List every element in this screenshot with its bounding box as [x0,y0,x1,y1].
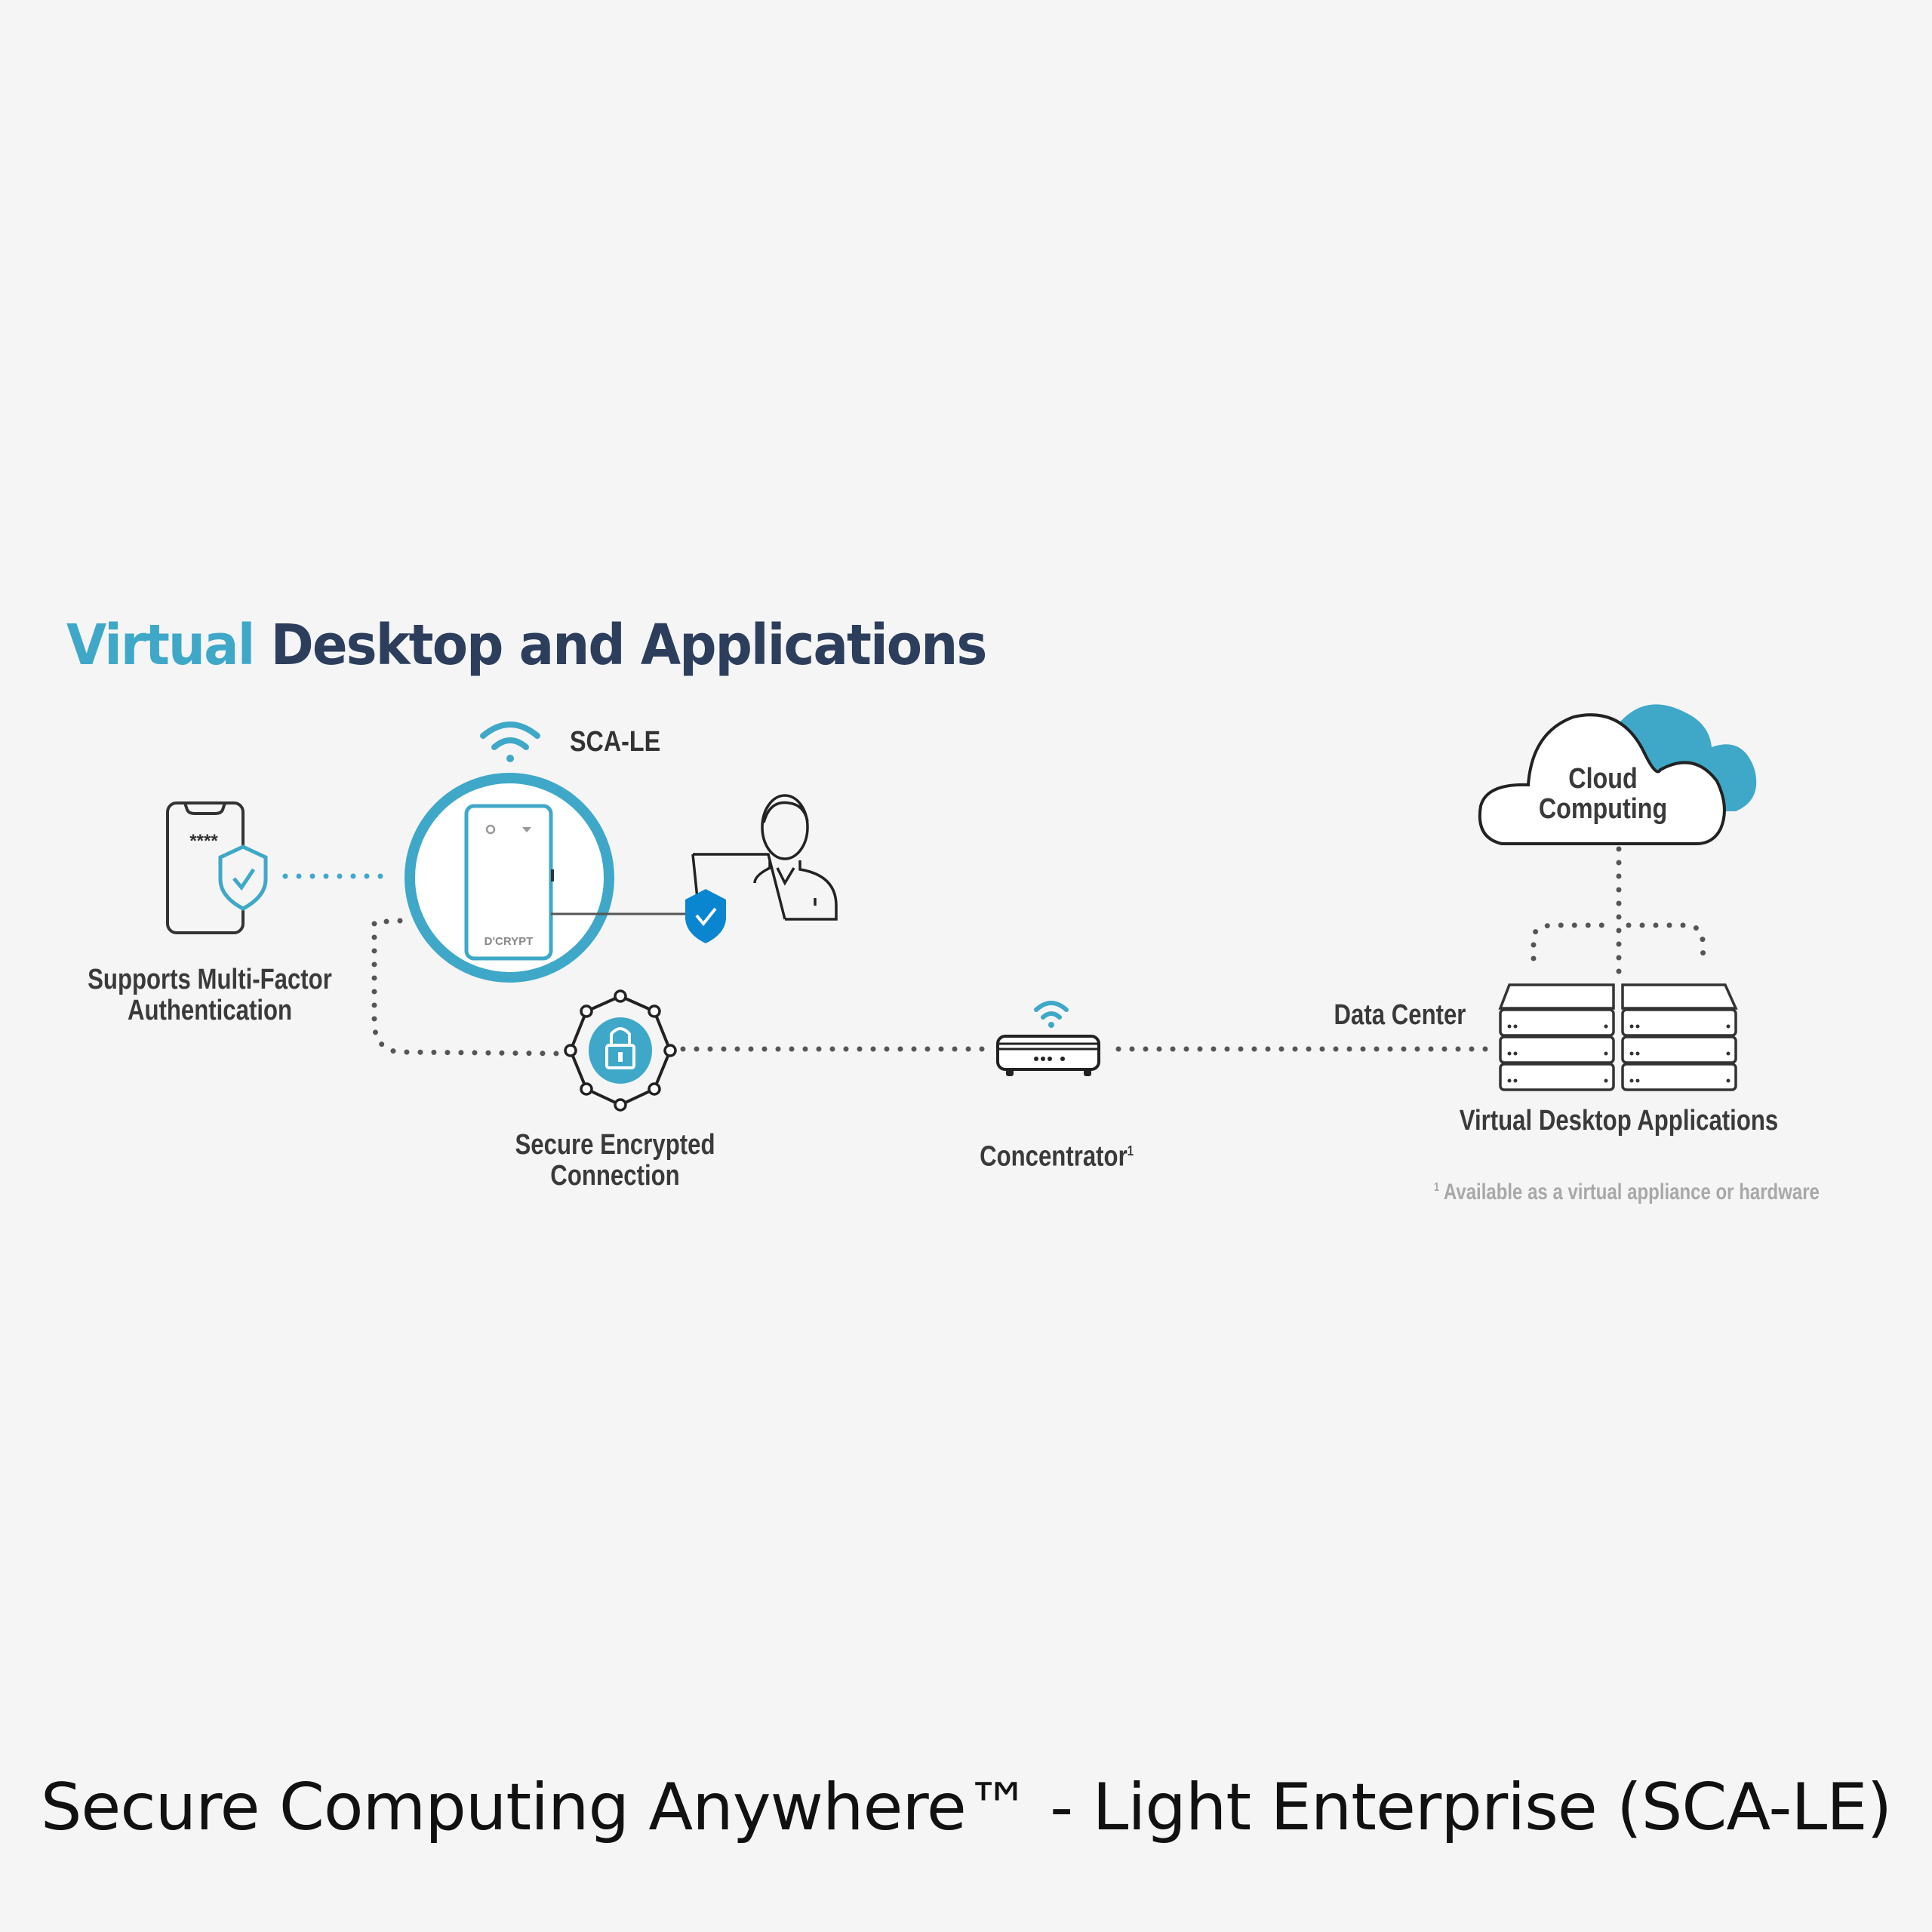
concentrator-label-text: Concentrator [980,1140,1128,1173]
mfa-label-line1: Supports Multi-Factor [88,964,332,995]
wifi-icon [480,721,540,762]
server-stack-icon [1498,983,1738,1091]
title-accent: Virtual [66,613,255,678]
device-label: SCA-LE [570,726,660,758]
svg-text:D'CRYPT: D'CRYPT [485,935,534,948]
vda-label: Virtual Desktop Applications [1459,1105,1779,1137]
page-caption: Secure Computing Anywhere™ - Light Enter… [40,1770,1892,1845]
connection-label-line2: Connection [550,1160,680,1192]
footnote-text: Available as a virtual appliance or hard… [1443,1180,1820,1204]
connection-label-line1: Secure Encrypted [515,1129,715,1161]
title-rest: Desktop and Applications [270,613,988,678]
footnote-marker: 1 [1127,1143,1134,1158]
sca-le-device: D'CRYPT [405,773,614,983]
user-laptop-icon [691,794,838,921]
cloud-icon: Cloud Computing [1478,704,1757,845]
device-to-connection-connector [371,918,563,1057]
svg-text:****: **** [189,831,218,851]
concentrator-icon [996,1001,1100,1076]
mfa-label-line2: Authentication [127,995,293,1026]
encrypted-lock-icon [564,989,677,1112]
mfa-label: Supports Multi-Factor Authentication [86,964,334,1026]
shield-check-icon [218,844,268,911]
concentrator-label: Concentrator1 [933,1136,1180,1173]
data-center-label: Data Center [1334,999,1466,1031]
datacenter-branch-right [1626,922,1706,965]
datacenter-branch-left [1531,922,1614,961]
svg-text:Computing: Computing [1539,793,1667,825]
connectors [282,846,1706,1057]
diagram-title: Virtual Desktop and Applications [66,613,988,678]
shield-check-icon [685,889,726,943]
connection-label: Secure Encrypted Connection [491,1130,739,1192]
footnote: 1 Available as a virtual appliance or ha… [1434,1180,1820,1205]
footnote-mark: 1 [1434,1181,1440,1194]
svg-text:Cloud: Cloud [1568,763,1637,795]
